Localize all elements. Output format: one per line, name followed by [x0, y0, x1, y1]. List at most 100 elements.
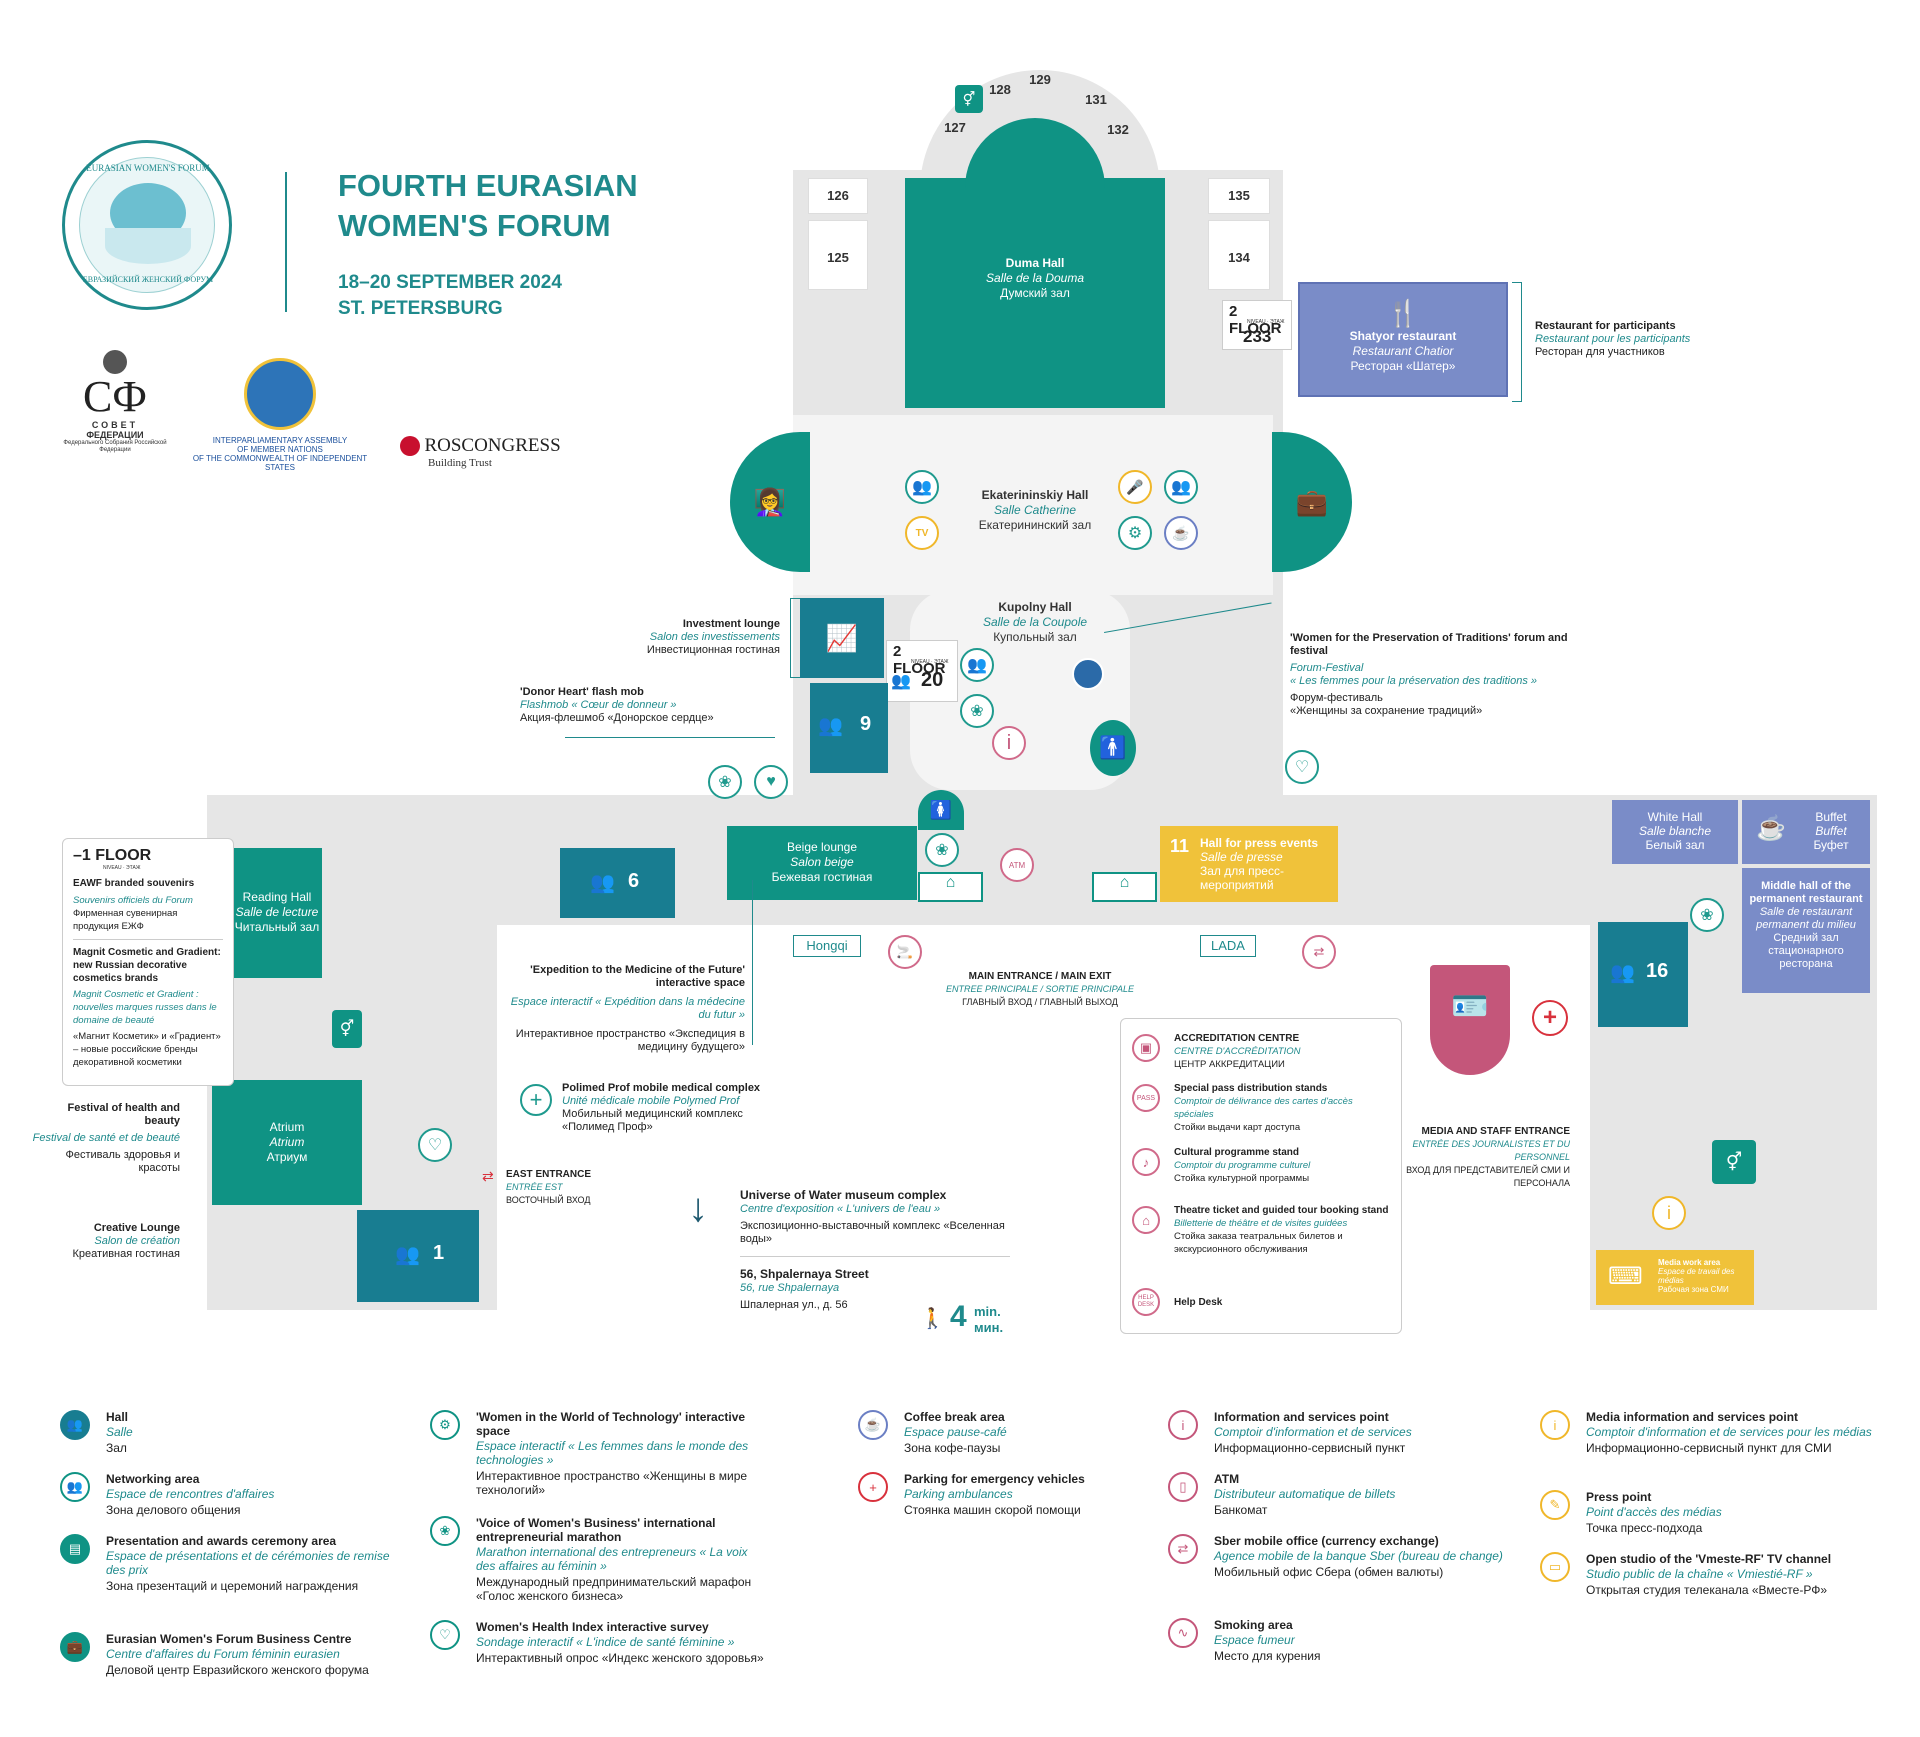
middle-hall[interactable]: Middle hall of the permanent restaurant …: [1742, 868, 1870, 993]
legend-text: 'Women in the World of Technology' inter…: [476, 1410, 766, 1497]
street-ru: Шпалерная ул., д. 56: [740, 1299, 848, 1311]
minus1-label: –1 FLOOR: [73, 847, 152, 864]
walk-time: 🚶 4 min. мин.: [920, 1300, 1020, 1340]
hall-1[interactable]: 👥 1: [357, 1210, 479, 1302]
beige-lounge[interactable]: Beige lounge Salon beige Бежевая гостина…: [727, 826, 917, 900]
restaurant-callout-en: Restaurant for participants: [1535, 320, 1676, 332]
hall-9-number: 9: [860, 713, 872, 735]
media-info-icon[interactable]: i: [1652, 1196, 1686, 1230]
flower-icon[interactable]: ❀: [708, 765, 742, 799]
floor2-20-sign[interactable]: 2 FLOOR NIVEAU · ЭТАЖ 👥 20: [886, 640, 958, 702]
floor2-233-sign[interactable]: 2 FLOOR NIVEAU · ЭТАЖ 233: [1222, 300, 1292, 350]
cloakroom-left[interactable]: ⌂: [918, 872, 983, 902]
networking-icon[interactable]: 👥: [960, 648, 994, 682]
cross-icon[interactable]: +: [520, 1084, 552, 1116]
pass-icon[interactable]: PASS: [1132, 1084, 1160, 1112]
hall-16[interactable]: 👥 16: [1598, 922, 1688, 1027]
accreditation-icon[interactable]: ▣: [1132, 1034, 1160, 1062]
lyre-icon[interactable]: ♪: [1132, 1148, 1160, 1176]
minus1-item1-en: EAWF branded souvenirs: [73, 878, 195, 889]
media-work-area[interactable]: ⌨ Media work area Espace de travail des …: [1596, 1250, 1754, 1305]
reading-hall[interactable]: Reading Hall Salle de lecture Читальный …: [232, 848, 322, 978]
hall-11-press[interactable]: 11 Hall for press events Salle de presse…: [1160, 826, 1338, 902]
legend-fr: Comptoir d'information et de services po…: [1586, 1425, 1872, 1439]
media-work-ru: Рабочая зона СМИ: [1658, 1285, 1729, 1294]
legend-fr: Point d'accès des médias: [1586, 1505, 1722, 1519]
donor-fr: Flashmob « Cœur de donneur »: [520, 699, 677, 711]
floor2-233-number: 233: [1243, 327, 1272, 346]
fork-knife-icon: 🍴: [1386, 298, 1420, 328]
east-entrance[interactable]: EAST ENTRANCE ENTRÉE EST ВОСТОЧНЫЙ ВХОД: [506, 1168, 656, 1207]
flower-icon[interactable]: ❀: [925, 833, 959, 867]
legend-en: 'Voice of Women's Business' internationa…: [476, 1516, 716, 1544]
tech-icon[interactable]: ⚙: [1118, 516, 1152, 550]
roscongress-sub: Building Trust: [428, 457, 492, 469]
smoking-icon: ∿: [1168, 1618, 1198, 1648]
press-icon[interactable]: 🎤: [1118, 470, 1152, 504]
cult-fr: Comptoir du programme culturel: [1174, 1160, 1311, 1171]
tv-label: TV: [915, 527, 929, 539]
street-en: 56, Shpalernaya Street: [740, 1267, 869, 1281]
theatre-icon[interactable]: ⌂: [1132, 1206, 1160, 1234]
staff-entrance[interactable]: MEDIA AND STAFF ENTRANCE ENTRÉE DES JOUR…: [1400, 1125, 1570, 1190]
exchange-icon[interactable]: ⇄: [1302, 935, 1336, 969]
water-museum[interactable]: Universe of Water museum complex Centre …: [740, 1188, 1010, 1312]
minus1-item2-fr: Magnit Cosmetic et Gradient : nouvelles …: [73, 989, 217, 1026]
help-desk-icon[interactable]: HELP DESK: [1132, 1288, 1160, 1316]
ipa-logo: INTERPARLIAMENTARY ASSEMBLY OF MEMBER NA…: [180, 358, 380, 472]
buffet[interactable]: ☕ Buffet Buffet Буфет: [1742, 800, 1870, 864]
atrium-en: Atrium: [269, 1120, 305, 1134]
donor-heart-icon[interactable]: ♥: [754, 765, 788, 799]
restaurant-bracket: [1512, 282, 1522, 402]
accreditation-pin[interactable]: 🪪: [1430, 965, 1510, 1075]
networking-icon[interactable]: 👥: [1164, 470, 1198, 504]
flower-icon[interactable]: ❀: [960, 694, 994, 728]
investment-lounge[interactable]: 📈: [800, 598, 884, 678]
room-128: 128: [989, 82, 1011, 97]
business-centre[interactable]: 💼: [1272, 432, 1352, 572]
legend-en: Open studio of the 'Vmeste-RF' TV channe…: [1586, 1552, 1832, 1566]
coffee-icon: ☕: [1756, 815, 1786, 842]
hall-1-number: 1: [433, 1242, 445, 1264]
legend-ru: Зона презентаций и церемоний награждения: [106, 1579, 359, 1593]
flower-icon[interactable]: ❀: [1690, 898, 1724, 932]
room-125-box: [808, 220, 868, 290]
info-icon: i: [1168, 1410, 1198, 1440]
emergency-parking-icon[interactable]: +: [1532, 1000, 1568, 1036]
presentation-area[interactable]: 👩‍🏫: [730, 432, 810, 572]
hongqi-sign[interactable]: Hongqi: [793, 935, 861, 957]
ipa-line2: OF MEMBER NATIONS: [237, 445, 323, 454]
beige-fr: Salon beige: [790, 855, 854, 869]
heart-hands-icon[interactable]: ♡: [1285, 750, 1319, 784]
festival-callout: Festival of health and beauty Festival d…: [30, 1102, 180, 1175]
hall-6-number: 6: [628, 870, 640, 892]
sf-logo: СФ СОВЕТ ФЕДЕРАЦИИ Федерального Собрания…: [60, 350, 170, 454]
traditions-emblem-icon[interactable]: [1072, 658, 1104, 690]
acc-en: ACCREDITATION CENTRE: [1174, 1033, 1300, 1044]
press-fr: Salle de presse: [1200, 850, 1283, 864]
tv-icon[interactable]: TV: [905, 516, 939, 550]
networking-icon[interactable]: 👥: [905, 470, 939, 504]
legend-fr: Studio public de la chaîne « Vmiestié-RF…: [1586, 1567, 1813, 1581]
cloakroom-right[interactable]: ⌂: [1092, 872, 1157, 902]
smoking-icon[interactable]: 🚬: [888, 935, 922, 969]
duma-hall[interactable]: Duma Hall Salle de la Douma Думский зал: [905, 178, 1165, 408]
legend-fr: Parking ambulances: [904, 1487, 1013, 1501]
heart-hands-icon: ♡: [430, 1620, 460, 1650]
info-icon[interactable]: i: [992, 726, 1026, 760]
investment-callout: Investment lounge Salon des investisseme…: [590, 618, 780, 657]
shatyor-restaurant[interactable]: 🍴 Shatyor restaurant Restaurant Chatior …: [1298, 282, 1508, 397]
white-hall[interactable]: White Hall Salle blanche Белый зал: [1612, 800, 1738, 864]
reading-ru: Читальный зал: [234, 920, 320, 934]
atrium[interactable]: Atrium Atrium Атриум: [212, 1080, 362, 1205]
roscongress-name: ROSCONGRESS: [424, 435, 561, 456]
atm-icon[interactable]: ATM: [1000, 848, 1034, 882]
investment-icon: 📈: [825, 622, 859, 653]
hall-9[interactable]: 👥 9: [810, 683, 888, 773]
hall-6[interactable]: 👥 6: [560, 848, 675, 918]
legend-en: Parking for emergency vehicles: [904, 1472, 1085, 1486]
heart-hands-icon[interactable]: ♡: [418, 1128, 452, 1162]
main-entrance[interactable]: MAIN ENTRANCE / MAIN EXIT ENTREE PRINCIP…: [910, 970, 1170, 1009]
coffee-icon[interactable]: ☕: [1164, 516, 1198, 550]
lada-sign[interactable]: LADA: [1200, 935, 1256, 957]
